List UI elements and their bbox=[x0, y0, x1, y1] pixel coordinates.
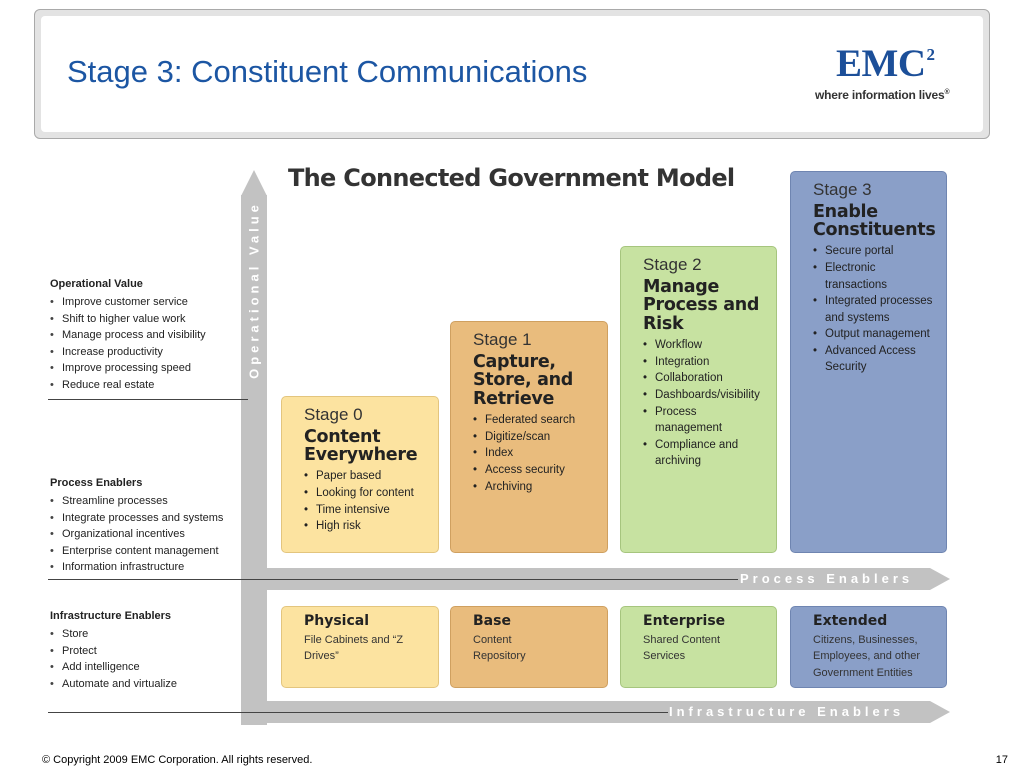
stage-name: Capture, Store, and Retrieve bbox=[473, 351, 574, 410]
infrastructure-base-box: Base Content Repository bbox=[450, 606, 608, 688]
list-item: Secure portal bbox=[813, 243, 936, 260]
stage-number: Stage 0 bbox=[304, 405, 363, 424]
right-arrow-icon bbox=[930, 568, 950, 590]
infrastructure-name: Enterprise bbox=[643, 613, 726, 629]
stage-0-box: Stage 0 Content Everywhere Paper based L… bbox=[281, 396, 439, 553]
list-item: Store bbox=[50, 626, 250, 643]
registered-mark: ® bbox=[944, 89, 950, 96]
list-item: Protect bbox=[50, 643, 250, 660]
infrastructure-enablers-axis-label: Infrastructure Enablers bbox=[669, 704, 905, 719]
diagram-title: The Connected Government Model bbox=[288, 164, 735, 192]
slide-title: Stage 3: Constituent Communications bbox=[67, 54, 588, 89]
list-item: Collaboration bbox=[643, 370, 766, 387]
list-item: Time intensive bbox=[304, 502, 428, 519]
copyright-text: © Copyright 2009 EMC Corporation. All ri… bbox=[42, 754, 313, 766]
list-item: Integrate processes and systems bbox=[50, 510, 250, 527]
stage-number: Stage 2 bbox=[643, 255, 702, 274]
list-item: Information infrastructure bbox=[50, 559, 250, 576]
infrastructure-description: File Cabinets and “Z Drives” bbox=[304, 633, 404, 663]
process-enablers-section: Process Enablers Streamline processes In… bbox=[50, 477, 250, 576]
list-item: Improve processing speed bbox=[50, 360, 250, 377]
stage-number: Stage 3 bbox=[813, 180, 872, 199]
list-item: Add intelligence bbox=[50, 659, 250, 676]
infrastructure-physical-box: Physical File Cabinets and “Z Drives” bbox=[281, 606, 439, 688]
section-heading: Process Enablers bbox=[50, 477, 143, 489]
list-item: Archiving bbox=[473, 479, 597, 496]
list-item: Access security bbox=[473, 462, 597, 479]
stage-number: Stage 1 bbox=[473, 330, 532, 349]
divider bbox=[48, 712, 668, 713]
list-item: Compliance and archiving bbox=[643, 437, 766, 470]
list-item: Dashboards/visibility bbox=[643, 387, 766, 404]
infrastructure-extended-box: Extended Citizens, Businesses, Employees… bbox=[790, 606, 947, 688]
list-item: Digitize/scan bbox=[473, 429, 597, 446]
list-item: Electronic transactions bbox=[813, 260, 936, 293]
list-item: Automate and virtualize bbox=[50, 676, 250, 693]
logo-wordmark: EMC bbox=[836, 42, 926, 85]
up-arrow-icon bbox=[241, 170, 267, 196]
list-item: High risk bbox=[304, 518, 428, 535]
list-item: Improve customer service bbox=[50, 294, 250, 311]
list-item: Index bbox=[473, 445, 597, 462]
list-item: Organizational incentives bbox=[50, 526, 250, 543]
list-item: Integrated processes and systems bbox=[813, 293, 936, 326]
process-enablers-axis-label: Process Enablers bbox=[740, 571, 914, 586]
list-item: Paper based bbox=[304, 468, 428, 485]
section-heading: Infrastructure Enablers bbox=[50, 610, 172, 622]
infrastructure-description: Citizens, Businesses, Employees, and oth… bbox=[813, 633, 921, 679]
list-item: Process management bbox=[643, 404, 766, 437]
list-item: Federated search bbox=[473, 412, 597, 429]
list-item: Increase productivity bbox=[50, 344, 250, 361]
divider bbox=[48, 399, 248, 400]
list-item: Shift to higher value work bbox=[50, 311, 250, 328]
stage-name: Content Everywhere bbox=[304, 426, 418, 466]
infrastructure-description: Shared Content Services bbox=[643, 633, 721, 663]
logo-superscript: 2 bbox=[926, 45, 936, 64]
infrastructure-name: Extended bbox=[813, 613, 888, 629]
page-number: 17 bbox=[995, 754, 1008, 766]
list-item: Streamline processes bbox=[50, 493, 250, 510]
section-heading: Operational Value bbox=[50, 278, 143, 290]
list-item: Advanced Access Security bbox=[813, 343, 936, 376]
right-arrow-icon bbox=[930, 701, 950, 723]
infrastructure-name: Base bbox=[473, 613, 511, 629]
list-item: Manage process and visibility bbox=[50, 327, 250, 344]
stage-name: Manage Process and Risk bbox=[643, 276, 760, 335]
stage-2-box: Stage 2 Manage Process and Risk Workflow… bbox=[620, 246, 777, 553]
divider bbox=[48, 579, 738, 580]
list-item: Enterprise content management bbox=[50, 543, 250, 560]
list-item: Looking for content bbox=[304, 485, 428, 502]
logo-tagline: where information lives® bbox=[815, 88, 950, 102]
infrastructure-enablers-section: Infrastructure Enablers Store Protect Ad… bbox=[50, 610, 250, 692]
stage-3-box: Stage 3 Enable Constituents Secure porta… bbox=[790, 171, 947, 553]
stage-1-box: Stage 1 Capture, Store, and Retrieve Fed… bbox=[450, 321, 608, 553]
header-panel bbox=[34, 9, 990, 139]
infrastructure-description: Content Repository bbox=[473, 633, 526, 663]
stage-name: Enable Constituents bbox=[813, 201, 936, 241]
list-item: Workflow bbox=[643, 337, 766, 354]
emc-logo: EMC2 bbox=[836, 44, 935, 83]
list-item: Output management bbox=[813, 326, 936, 343]
infrastructure-name: Physical bbox=[304, 613, 370, 629]
tagline-text: where information lives bbox=[815, 88, 945, 102]
list-item: Integration bbox=[643, 354, 766, 371]
infrastructure-enterprise-box: Enterprise Shared Content Services bbox=[620, 606, 777, 688]
operational-value-section: Operational Value Improve customer servi… bbox=[50, 278, 250, 394]
list-item: Reduce real estate bbox=[50, 377, 250, 394]
